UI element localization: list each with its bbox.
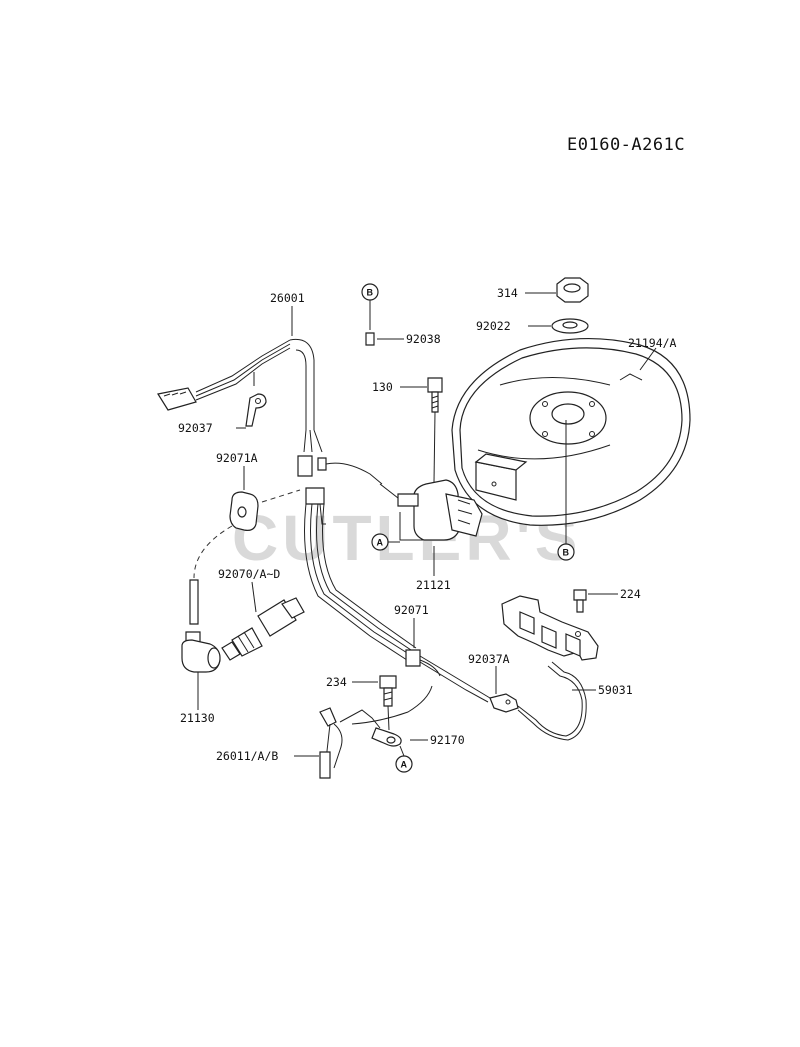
bolt-130 (427, 377, 443, 413)
ground-terminal-92170 (371, 727, 402, 747)
callout-b-flywheel-text: B (563, 548, 570, 558)
label-21121: 21121 (416, 578, 451, 592)
label-92037: 92037 (178, 421, 213, 435)
label-92038: 92038 (406, 332, 441, 346)
label-234: 234 (326, 675, 347, 689)
label-224: 224 (620, 587, 641, 601)
label-92037a: 92037A (468, 652, 510, 666)
plug-cap-21130 (181, 631, 221, 673)
callout-a-ground-text: A (401, 760, 408, 770)
label-92071a: 92071A (216, 451, 258, 465)
stop-lead-26011 (319, 707, 343, 779)
label-21194: 21194/A (628, 336, 677, 350)
grommet-92071 (405, 649, 421, 667)
nut-314 (556, 277, 589, 303)
label-314: 314 (497, 286, 518, 300)
spark-plug-92070 (221, 597, 305, 661)
flywheel (451, 337, 691, 526)
label-92022: 92022 (476, 319, 511, 333)
clamp-92037 (245, 393, 267, 427)
diagram-code: E0160-A261C (567, 135, 685, 155)
callout-b-flywheel (557, 543, 575, 561)
connector (305, 487, 325, 505)
washer-92022 (551, 318, 589, 334)
grommet-92071a (229, 491, 259, 531)
label-59031: 59031 (598, 683, 633, 697)
label-26001: 26001 (270, 291, 305, 305)
charge-coil-59031 (501, 595, 599, 661)
callout-a-coil-text: A (377, 538, 384, 548)
callout-b-top-text: B (367, 288, 374, 298)
wire-harness-26001 (157, 338, 383, 485)
callout-a-ground (395, 755, 413, 773)
label-92170: 92170 (430, 733, 465, 747)
label-21130: 21130 (180, 711, 215, 725)
label-130: 130 (372, 380, 393, 394)
key-92038 (365, 332, 375, 346)
label-92070: 92070/A~D (218, 567, 280, 581)
bolt-234 (379, 675, 397, 707)
ignition-coil-21121 (379, 479, 483, 541)
label-26011: 26011/A/B (216, 749, 278, 763)
clamp-92037a (489, 693, 519, 713)
ht-lead (189, 579, 199, 625)
leader-21194 (639, 347, 657, 371)
screw-224 (573, 589, 587, 613)
label-92071: 92071 (394, 603, 429, 617)
